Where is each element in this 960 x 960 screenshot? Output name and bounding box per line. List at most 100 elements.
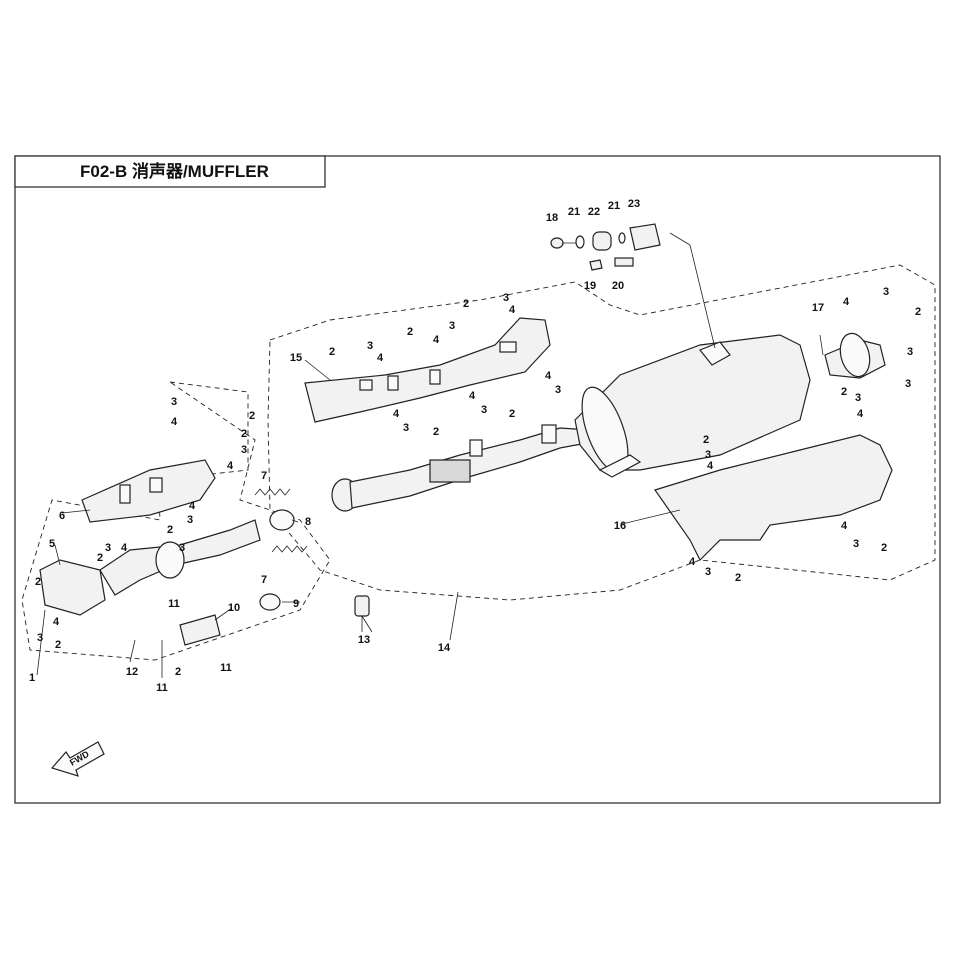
gasket-8 xyxy=(269,509,295,531)
exhaust-pipe-14 xyxy=(331,424,593,512)
callout-labels: 1 2 2 2 2 2 2 2 2 2 2 2 2 2 2 2 2 2 3 3 … xyxy=(29,198,921,694)
callout-11: 11 xyxy=(168,598,180,610)
callout-17: 17 xyxy=(812,302,824,314)
callout-14: 14 xyxy=(438,642,451,654)
callout-3: 3 xyxy=(853,538,859,550)
callout-21: 21 xyxy=(568,206,580,218)
header-pipe-5 xyxy=(99,519,261,596)
callout-3: 3 xyxy=(403,422,409,434)
callout-2: 2 xyxy=(55,639,61,651)
spacer-20 xyxy=(614,257,634,267)
callout-3: 3 xyxy=(105,542,111,554)
callout-11: 11 xyxy=(220,662,232,674)
callout-15: 15 xyxy=(290,352,302,364)
callout-3: 3 xyxy=(241,444,247,456)
muffler-body xyxy=(574,334,811,478)
callout-3: 3 xyxy=(905,378,911,390)
callout-4: 4 xyxy=(689,556,696,568)
callout-2: 2 xyxy=(97,552,103,564)
bolt-19 xyxy=(589,259,603,271)
callout-2: 2 xyxy=(703,434,709,446)
callout-10: 10 xyxy=(228,602,240,614)
header-shield-6 xyxy=(81,459,216,523)
callout-2: 2 xyxy=(35,576,41,588)
callout-2: 2 xyxy=(241,428,247,440)
callout-4: 4 xyxy=(53,616,60,628)
diagram-frame xyxy=(14,155,941,804)
washer-21a xyxy=(575,235,585,249)
spring-7-lower xyxy=(271,545,308,553)
callout-3: 3 xyxy=(171,396,177,408)
callout-3: 3 xyxy=(481,404,487,416)
callout-4: 4 xyxy=(707,460,714,472)
callout-3: 3 xyxy=(555,384,561,396)
callout-2: 2 xyxy=(881,542,887,554)
callout-19: 19 xyxy=(584,280,596,292)
callout-4: 4 xyxy=(545,370,552,382)
leader-lines xyxy=(36,232,824,678)
callout-3: 3 xyxy=(187,514,193,526)
callout-3: 3 xyxy=(705,566,711,578)
callout-2: 2 xyxy=(735,572,741,584)
callout-4: 4 xyxy=(469,390,476,402)
grommet-13 xyxy=(354,595,370,617)
group-outline-heat-shields xyxy=(21,381,331,661)
callout-8: 8 xyxy=(305,516,311,528)
callout-4: 4 xyxy=(171,416,178,428)
callout-4: 4 xyxy=(189,500,196,512)
callout-7: 7 xyxy=(261,470,267,482)
callout-3: 3 xyxy=(179,542,185,554)
tailpipe-17 xyxy=(824,332,886,379)
hanger-assembly xyxy=(550,223,661,271)
callout-6: 6 xyxy=(59,510,65,522)
page-title: F02-B 消声器/MUFFLER xyxy=(80,161,269,181)
callout-9: 9 xyxy=(293,598,299,610)
callout-3: 3 xyxy=(367,340,373,352)
callout-3: 3 xyxy=(705,449,711,461)
callout-13: 13 xyxy=(358,634,370,646)
callout-2: 2 xyxy=(841,386,847,398)
heat-shield-16 xyxy=(654,434,893,562)
callout-3: 3 xyxy=(449,320,455,332)
callout-4: 4 xyxy=(377,352,384,364)
callout-3: 3 xyxy=(37,632,43,644)
callout-2: 2 xyxy=(249,410,255,422)
forward-arrow-icon: FWD xyxy=(50,741,105,777)
callout-2: 2 xyxy=(175,666,181,678)
callout-4: 4 xyxy=(841,520,848,532)
bolt-18 xyxy=(550,237,564,249)
washer-21b xyxy=(618,232,626,244)
spring-7-upper xyxy=(254,488,291,496)
callout-4: 4 xyxy=(227,460,234,472)
callout-4: 4 xyxy=(843,296,850,308)
callout-2: 2 xyxy=(915,306,921,318)
callout-2: 2 xyxy=(433,426,439,438)
callout-2: 2 xyxy=(407,326,413,338)
callout-2: 2 xyxy=(329,346,335,358)
gasket-9 xyxy=(259,593,281,611)
callout-23: 23 xyxy=(628,198,640,210)
callout-3: 3 xyxy=(855,392,861,404)
callout-3: 3 xyxy=(883,286,889,298)
callout-16: 16 xyxy=(614,520,626,532)
callout-12: 12 xyxy=(126,666,138,678)
callout-2: 2 xyxy=(463,298,469,310)
callout-4: 4 xyxy=(121,542,128,554)
manifold-shield-1 xyxy=(39,559,106,616)
callout-5: 5 xyxy=(49,538,55,550)
callout-11: 11 xyxy=(156,682,168,694)
callout-3: 3 xyxy=(503,292,509,304)
callout-18: 18 xyxy=(546,212,558,224)
title-box xyxy=(14,155,326,188)
bracket-10 xyxy=(179,614,221,646)
callout-1: 1 xyxy=(29,672,35,684)
heat-shield-15 xyxy=(304,317,551,423)
callout-7: 7 xyxy=(261,574,267,586)
callout-3: 3 xyxy=(907,346,913,358)
callout-21: 21 xyxy=(608,200,620,212)
callout-4: 4 xyxy=(509,304,516,316)
callout-2: 2 xyxy=(167,524,173,536)
callout-4: 4 xyxy=(857,408,864,420)
bushing-22 xyxy=(592,231,612,251)
